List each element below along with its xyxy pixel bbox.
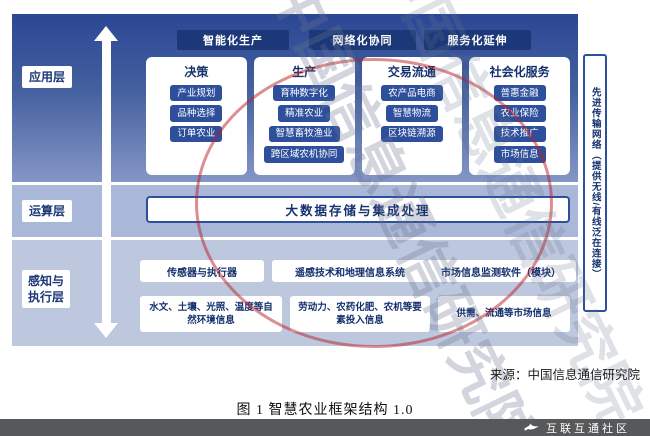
column-production: 生产 育种数字化 精准农业 智慧畜牧渔业 跨区域农机协同: [253, 57, 355, 175]
pill-item: 品种选择: [170, 105, 223, 122]
footer-bar: 互联互通社区: [0, 419, 650, 436]
remote-sensing-gis-box: 遥感技术和地理信息系统: [272, 260, 428, 282]
arrow-up-head: [94, 26, 118, 41]
column-title: 交易流通: [387, 65, 436, 79]
pill-item: 订单农业: [170, 125, 223, 143]
market-info-box: 供需、流通等市场信息: [438, 296, 570, 332]
pill-item: 区块链溯源: [381, 125, 443, 143]
layer-label-perception: 感知与执行层: [22, 270, 70, 309]
tag-service-extension: 服务化延伸: [424, 30, 531, 50]
environment-info-box: 水文、土壤、光照、温度等自然环境信息: [140, 296, 282, 332]
tag-network-collaboration: 网络化协同: [309, 30, 416, 50]
big-data-processing-box: 大数据存储与集成处理: [146, 196, 570, 223]
pill-item: 农产品电商: [381, 85, 443, 102]
brand-name: 互联互通社区: [546, 422, 630, 435]
pill-item: 跨区域农机协同: [263, 146, 345, 163]
bird-logo-icon: [524, 423, 539, 431]
transmission-network-box: 先进传输网络（提供无线/有线泛在连接）: [583, 54, 607, 312]
figure-caption: 图 1 智慧农业框架结构 1.0: [236, 403, 414, 418]
column-title: 决策: [184, 65, 209, 79]
application-columns: 决策 产业规划 品种选择 订单农业 生产 育种数字化 精准农业 智慧畜牧渔业 跨…: [146, 57, 570, 175]
pill-item: 市场信息: [493, 146, 546, 163]
pill-item: 智慧畜牧渔业: [268, 125, 340, 143]
market-monitor-software-box: 市场信息监测软件（模块）: [426, 260, 576, 282]
column-title: 社会化服务: [489, 65, 550, 79]
input-factors-info-box: 劳动力、农药化肥、农机等要素投入信息: [290, 296, 430, 332]
sensors-actuators-box: 传感器与执行器: [140, 260, 264, 282]
column-decision: 决策 产业规划 品种选择 订单农业: [146, 57, 247, 175]
arrow-down-head: [94, 323, 118, 338]
column-trade: 交易流通 农产品电商 智慧物流 区块链溯源: [361, 57, 463, 175]
vertical-double-arrow-icon: [94, 26, 118, 338]
layer-label-computing: 运算层: [22, 200, 72, 223]
column-title: 生产: [292, 65, 317, 79]
pill-item: 产业规划: [170, 85, 223, 102]
arrow-shaft: [101, 41, 111, 323]
column-social-services: 社会化服务 普惠金融 农业保险 技术推广 市场信息: [469, 57, 570, 175]
tag-intelligent-production: 智能化生产: [177, 30, 289, 50]
pill-item: 育种数字化: [273, 85, 335, 102]
pill-item: 智慧物流: [385, 105, 438, 122]
pill-item: 农业保险: [493, 105, 546, 122]
pill-item: 精准农业: [278, 105, 331, 122]
pill-item: 普惠金融: [493, 85, 546, 102]
source-credit: 来源：中国信息通信研究院: [489, 368, 640, 382]
pill-item: 技术推广: [493, 125, 546, 143]
transmission-network-label: 先进传输网络（提供无线/有线泛在连接）: [589, 86, 601, 280]
layer-label-application: 应用层: [22, 66, 72, 89]
